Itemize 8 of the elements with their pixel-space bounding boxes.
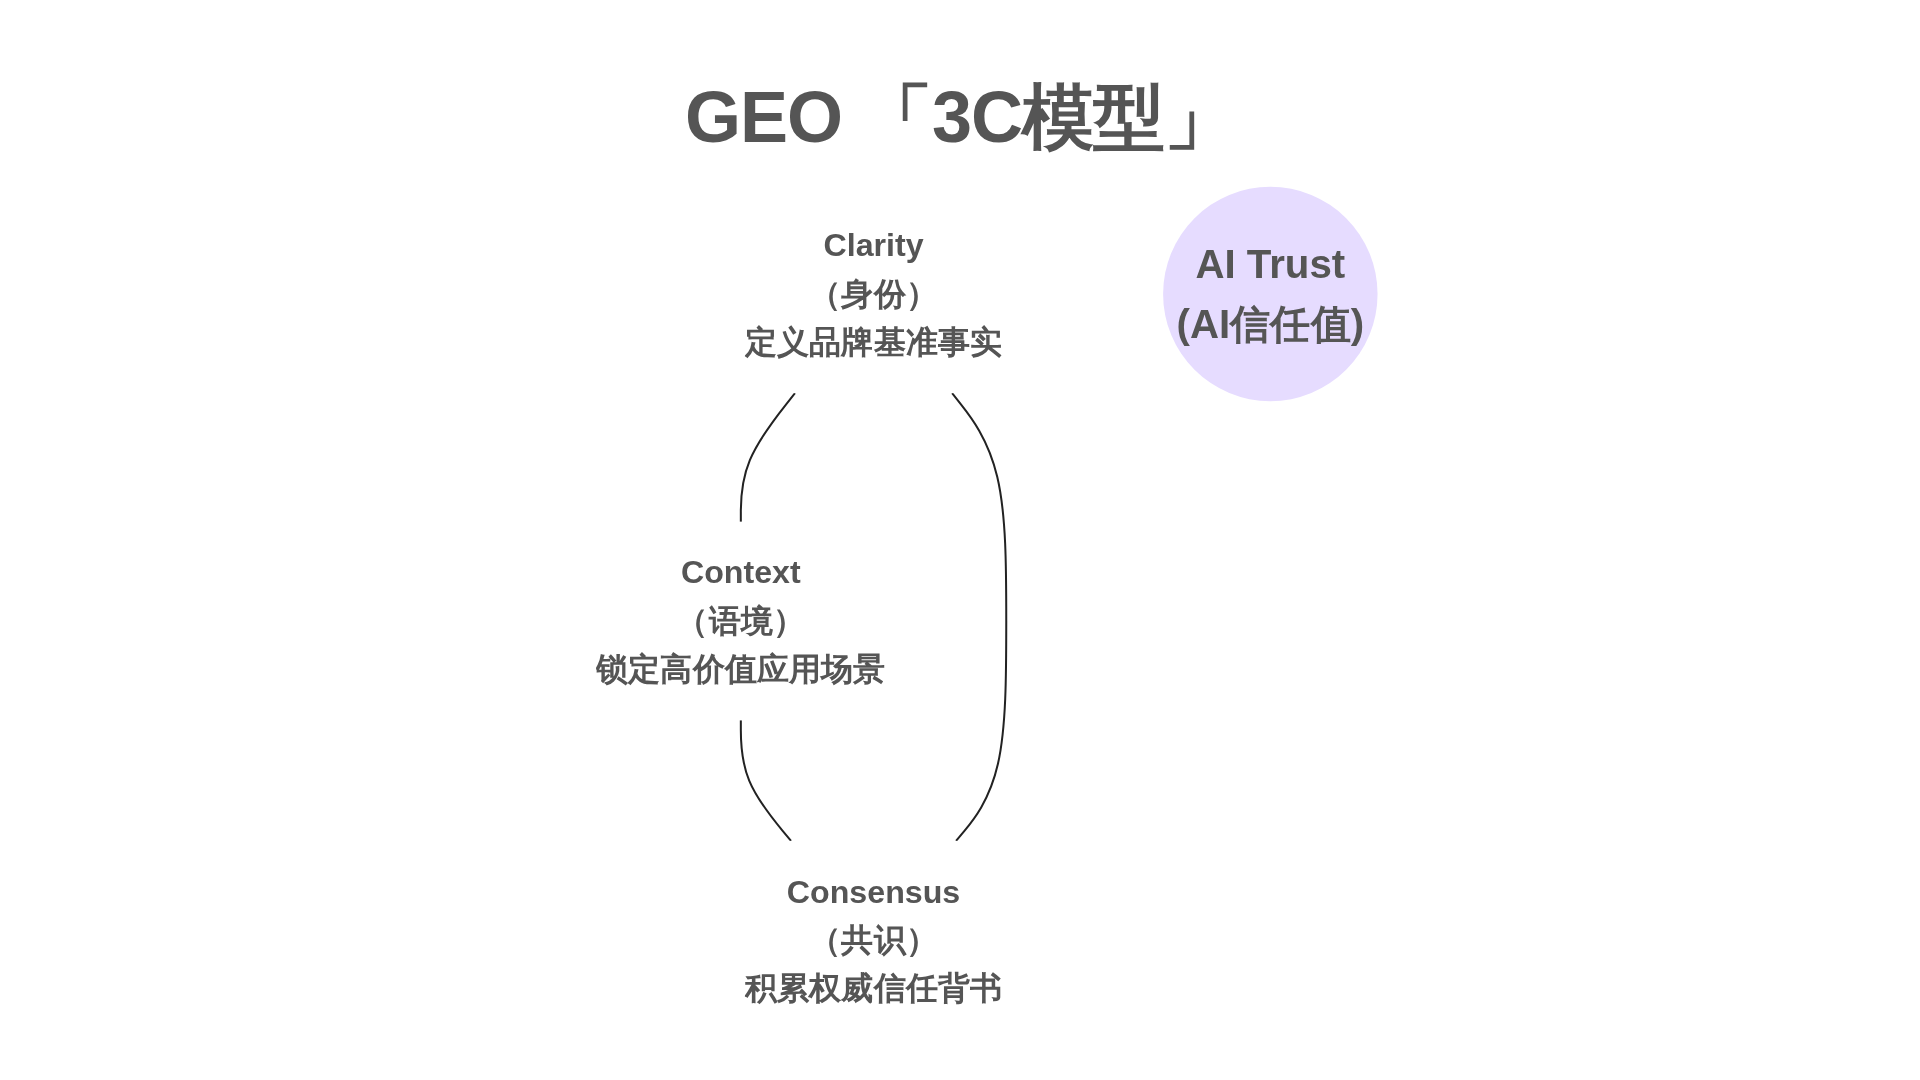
connector [951, 392, 1008, 842]
title: GEO 「3C模型」 [684, 76, 1236, 159]
node-circle: AI Trust (AI信任值) [1163, 186, 1378, 402]
connector [739, 720, 792, 842]
node-text: Consensus （共识） 积累权威信任背书 [744, 873, 1003, 1006]
connector [739, 392, 796, 522]
node-text: Context （语境） 锁定高价值应用场景 [596, 554, 886, 687]
node-text: Clarity （身份） 定义品牌基准事实 [744, 226, 1003, 360]
